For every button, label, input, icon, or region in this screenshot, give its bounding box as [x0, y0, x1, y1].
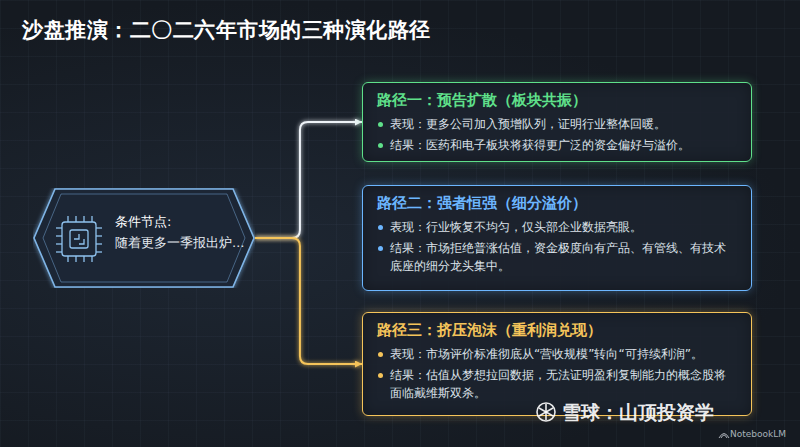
path-box: 路径一：预告扩散（板块共振） 表现：更多公司加入预增队列，证明行业整体回暖。结果：…: [362, 82, 752, 162]
bullet-text: 表现：更多公司加入预增队列，证明行业整体回暖。: [377, 115, 737, 134]
bullet-text: 结果：市场拒绝普涨估值，资金极度向有产品、有管线、有技术底座的细分龙头集中。: [377, 239, 737, 276]
path-heading: 路径二：强者恒强（细分溢价）: [377, 194, 737, 213]
path-heading: 路径三：挤压泡沫（重利润兑现）: [377, 321, 737, 340]
bullet-text: 表现：市场评价标准彻底从“营收规模”转向“可持续利润”。: [377, 345, 737, 364]
bullet-text: 结果：医药和电子板块将获得更广泛的资金偏好与溢价。: [377, 136, 737, 155]
branch-connector: [255, 238, 362, 364]
condition-hexagon: 条件节点: 随着更多一季报出炉…: [33, 188, 255, 288]
path-heading: 路径一：预告扩散（板块共振）: [377, 91, 737, 110]
node-heading: 条件节点:: [115, 213, 171, 231]
path-box: 路径三：挤压泡沫（重利润兑现） 表现：市场评价标准彻底从“营收规模”转向“可持续利…: [362, 312, 752, 416]
branch-connector: [255, 122, 362, 238]
brand-label: NotebookLM: [730, 429, 786, 439]
bullet-text: 结果：估值从梦想拉回数据，无法证明盈利复制能力的概念股将面临戴维斯双杀。: [377, 366, 737, 403]
diagram-title: 沙盘推演：二〇二六年市场的三种演化路径: [22, 16, 431, 44]
bullet-text: 表现：行业恢复不均匀，仅头部企业数据亮眼。: [377, 218, 737, 237]
node-body: 随着更多一季报出炉…: [115, 235, 245, 252]
notebooklm-icon: [719, 434, 729, 439]
path-box: 路径二：强者恒强（细分溢价） 表现：行业恢复不均匀，仅头部企业数据亮眼。结果：市场…: [362, 185, 752, 291]
watermark-text: 雪球：山顶投资学: [562, 400, 714, 426]
